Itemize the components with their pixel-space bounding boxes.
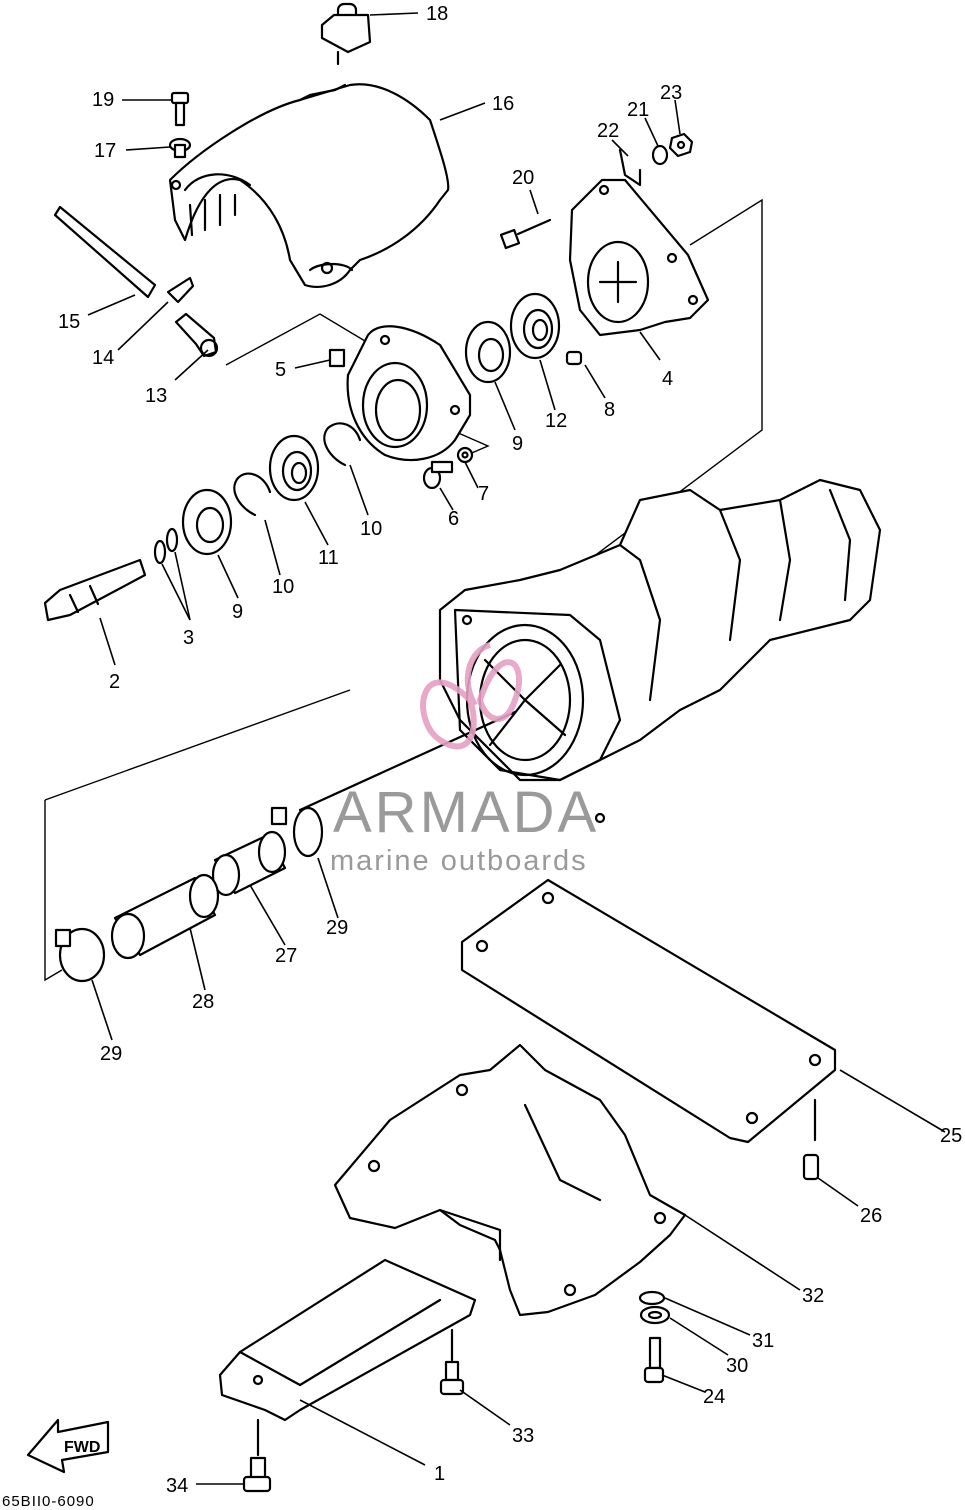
oil-seal-part-9-lower [181, 488, 233, 556]
joint-part-27 [211, 830, 287, 897]
washer-part-21 [651, 144, 669, 166]
circlip-part-10-upper [323, 422, 362, 467]
callout-29-upper: 29 [326, 917, 348, 939]
callout-18: 18 [426, 3, 448, 25]
callout-10-upper: 10 [360, 518, 382, 540]
bolt-part-6 [422, 460, 454, 490]
callout-27: 27 [275, 945, 297, 967]
collar-part-17 [168, 137, 192, 159]
watermark-brand: ARMADA [333, 780, 599, 845]
assembly-frame-lines [44, 198, 763, 982]
callout-30: 30 [726, 1355, 748, 1377]
callout-11: 11 [318, 547, 339, 569]
callout-12: 12 [545, 410, 567, 432]
leader-lines [87, 12, 946, 1485]
callout-23: 23 [660, 82, 682, 104]
intake-grate-part-1 [218, 1258, 477, 1422]
hose-clamp-part-29-lower [54, 927, 106, 983]
cover-part-16 [168, 83, 450, 288]
callout-9-lower: 9 [232, 601, 243, 623]
callout-22: 22 [597, 120, 619, 142]
callout-14: 14 [92, 347, 114, 369]
callout-34: 34 [166, 1475, 188, 1497]
washer-part-30 [639, 1305, 671, 1325]
callout-2: 2 [109, 671, 120, 693]
watermark-tagline: marine outboards [330, 845, 588, 877]
hose-part-28 [110, 873, 220, 960]
clip-part-14 [166, 276, 195, 304]
o-rings-part-3 [153, 527, 179, 565]
jet-pump-assembly [438, 478, 882, 824]
callout-16: 16 [492, 93, 514, 115]
callout-31: 31 [752, 1330, 774, 1352]
callout-24: 24 [703, 1386, 725, 1408]
dowel-pin-part-8 [565, 350, 583, 366]
callout-33: 33 [512, 1425, 534, 1447]
armada-logo [420, 642, 523, 750]
washer-part-31 [638, 1290, 666, 1306]
callout-15: 15 [58, 311, 80, 333]
callout-6: 6 [448, 508, 459, 530]
hose-clamp-part-29-upper [270, 806, 324, 858]
screw-part-34 [242, 1418, 272, 1493]
drive-shaft-part-2 [43, 558, 147, 622]
shaft-line [298, 710, 517, 812]
callout-20: 20 [512, 167, 534, 189]
callout-26: 26 [860, 1205, 882, 1227]
callout-3: 3 [183, 627, 194, 649]
callout-21: 21 [627, 99, 649, 121]
callout-5: 5 [275, 359, 286, 381]
bolt-part-19 [170, 91, 190, 127]
callout-8: 8 [604, 399, 615, 421]
intermediate-housing-part-4 [568, 178, 710, 337]
forward-arrow-icon: FWD [26, 1418, 110, 1474]
fwd-arrow-label: FWD [64, 1439, 100, 1456]
callout-labels: 18 16 19 17 15 14 13 5 4 8 9 12 7 6 10 1… [58, 3, 962, 1497]
nut-part-23 [668, 132, 694, 158]
callout-1: 1 [434, 1463, 445, 1485]
callout-10-lower: 10 [272, 576, 294, 598]
callout-7: 7 [478, 483, 489, 505]
callout-9-upper: 9 [512, 433, 523, 455]
bearing-part-11 [268, 434, 320, 502]
oil-seal-part-9-upper [464, 320, 512, 384]
duct-part-32 [333, 1043, 687, 1317]
callout-29-lower: 29 [100, 1043, 122, 1065]
callout-19: 19 [92, 89, 114, 111]
bearing-housing-part-5 [328, 325, 472, 462]
grease-nipple-part-18 [320, 2, 372, 66]
washer-part-7 [456, 446, 474, 464]
bracket-part-22 [618, 148, 642, 187]
bearing-part-12 [509, 292, 561, 360]
screw-part-26 [802, 1098, 820, 1181]
callout-28: 28 [192, 991, 214, 1013]
callout-25: 25 [940, 1125, 962, 1147]
callout-17: 17 [94, 140, 116, 162]
callout-32: 32 [802, 1285, 824, 1307]
circlip-part-10-lower [233, 472, 272, 517]
bolt-part-20 [499, 218, 552, 250]
drawing-code: 65BII0-6090 [2, 1493, 95, 1510]
callout-4: 4 [662, 368, 673, 390]
bolt-part-24 [643, 1336, 665, 1384]
plate-part-25 [460, 878, 837, 1144]
callout-13: 13 [145, 385, 167, 407]
screw-part-33 [439, 1328, 465, 1396]
hose-part-15 [53, 205, 157, 299]
fitting-part-13 [174, 312, 219, 358]
